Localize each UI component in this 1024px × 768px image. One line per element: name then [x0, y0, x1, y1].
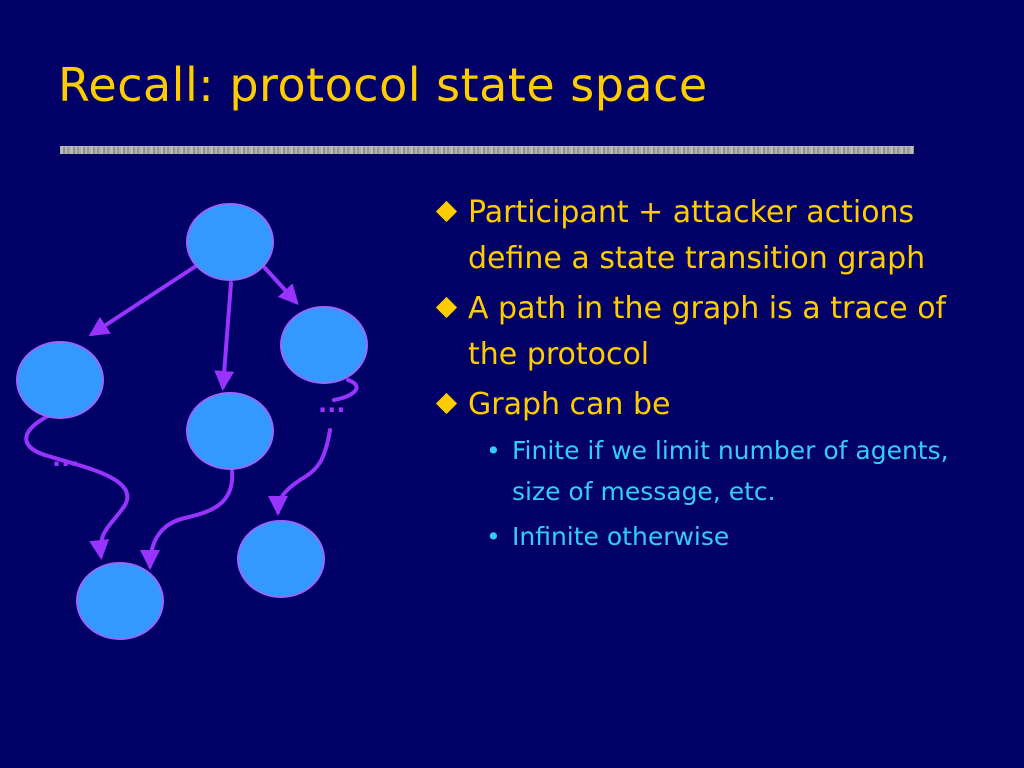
diamond-icon	[435, 296, 458, 319]
state-node-bottom	[76, 562, 164, 640]
slide-title: Recall: protocol state space	[58, 58, 708, 112]
state-node-lower-right	[237, 520, 325, 598]
bullet-item: A path in the graph is a trace of the pr…	[435, 286, 997, 378]
bullet-dot-icon: •	[486, 436, 501, 465]
ellipsis-label-right: ...	[318, 390, 345, 418]
ellipsis-label-left: ...	[52, 444, 79, 472]
edge-root-to-middle	[214, 281, 235, 391]
state-node-right	[280, 306, 368, 384]
sub-bullet-text: Infinite otherwise	[512, 522, 730, 551]
diamond-icon	[435, 200, 458, 223]
edge-left-to-bottom	[24, 414, 130, 560]
state-node-left	[16, 341, 104, 419]
title-divider	[60, 146, 914, 154]
bullet-text: A path in the graph is a trace of the pr…	[468, 291, 947, 372]
edge-root-to-right	[263, 266, 299, 305]
bullet-list: Participant + attacker actions define a …	[435, 190, 997, 561]
bullet-text: Graph can be	[468, 387, 671, 422]
edge-root-to-left	[88, 264, 198, 337]
state-node-middle	[186, 392, 274, 470]
bullet-text: Participant + attacker actions define a …	[468, 195, 926, 276]
diamond-icon	[435, 392, 458, 415]
bullet-item: Participant + attacker actions define a …	[435, 190, 997, 282]
sub-bullet-list: • Finite if we limit number of agents, s…	[468, 430, 997, 557]
bullet-item: Graph can be • Finite if we limit number…	[435, 382, 997, 557]
state-transition-graph: ... ...	[16, 203, 368, 640]
edge-right-ellipsis	[332, 378, 359, 402]
edge-middle-to-bottom	[140, 468, 235, 570]
bullet-dot-icon: •	[486, 522, 501, 551]
edge-ellipsis-to-lower-right	[268, 428, 332, 516]
sub-bullet-item: • Infinite otherwise	[468, 516, 997, 557]
sub-bullet-text: Finite if we limit number of agents, siz…	[512, 436, 949, 506]
sub-bullet-item: • Finite if we limit number of agents, s…	[468, 430, 997, 512]
state-node-root	[186, 203, 274, 281]
